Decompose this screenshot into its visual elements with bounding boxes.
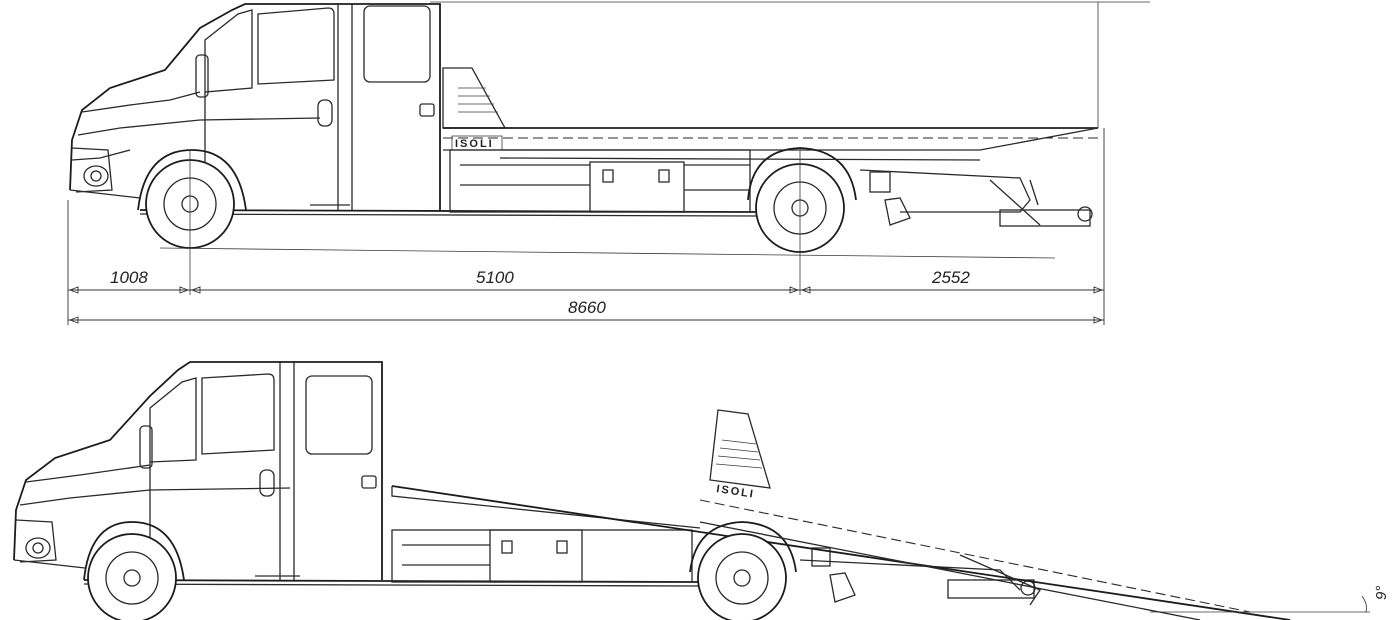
toolbox-tilted	[489, 529, 583, 583]
load-profile-outline	[430, 1, 1150, 128]
cab-tilted	[13, 361, 383, 581]
rear-overhang-dimension: 2552	[931, 268, 970, 287]
rear-wheel-tilted	[697, 533, 787, 620]
tilted-bed	[391, 409, 1291, 620]
toolbox	[589, 161, 685, 213]
tilt-angle-label: 9°	[1373, 586, 1390, 600]
truck-side-view-level: ISOLI 1008 5100 2552 8660	[67, 1, 1150, 325]
cab	[69, 3, 441, 211]
front-overhang-dimension: 1008	[110, 268, 148, 287]
bed-brand-label-tilted: ISOLI	[716, 483, 756, 501]
truck-side-view-tilted: ISOLI 9°	[13, 361, 1390, 620]
wheelbase-dimension: 5100	[476, 268, 514, 287]
bed-brand-label: ISOLI	[455, 138, 494, 150]
chassis	[139, 67, 1099, 227]
front-wheel-tilted	[87, 533, 177, 620]
overall-length-dimension: 8660	[568, 298, 606, 317]
chassis-tilted	[83, 521, 1036, 603]
dimension-lines	[67, 128, 1105, 325]
